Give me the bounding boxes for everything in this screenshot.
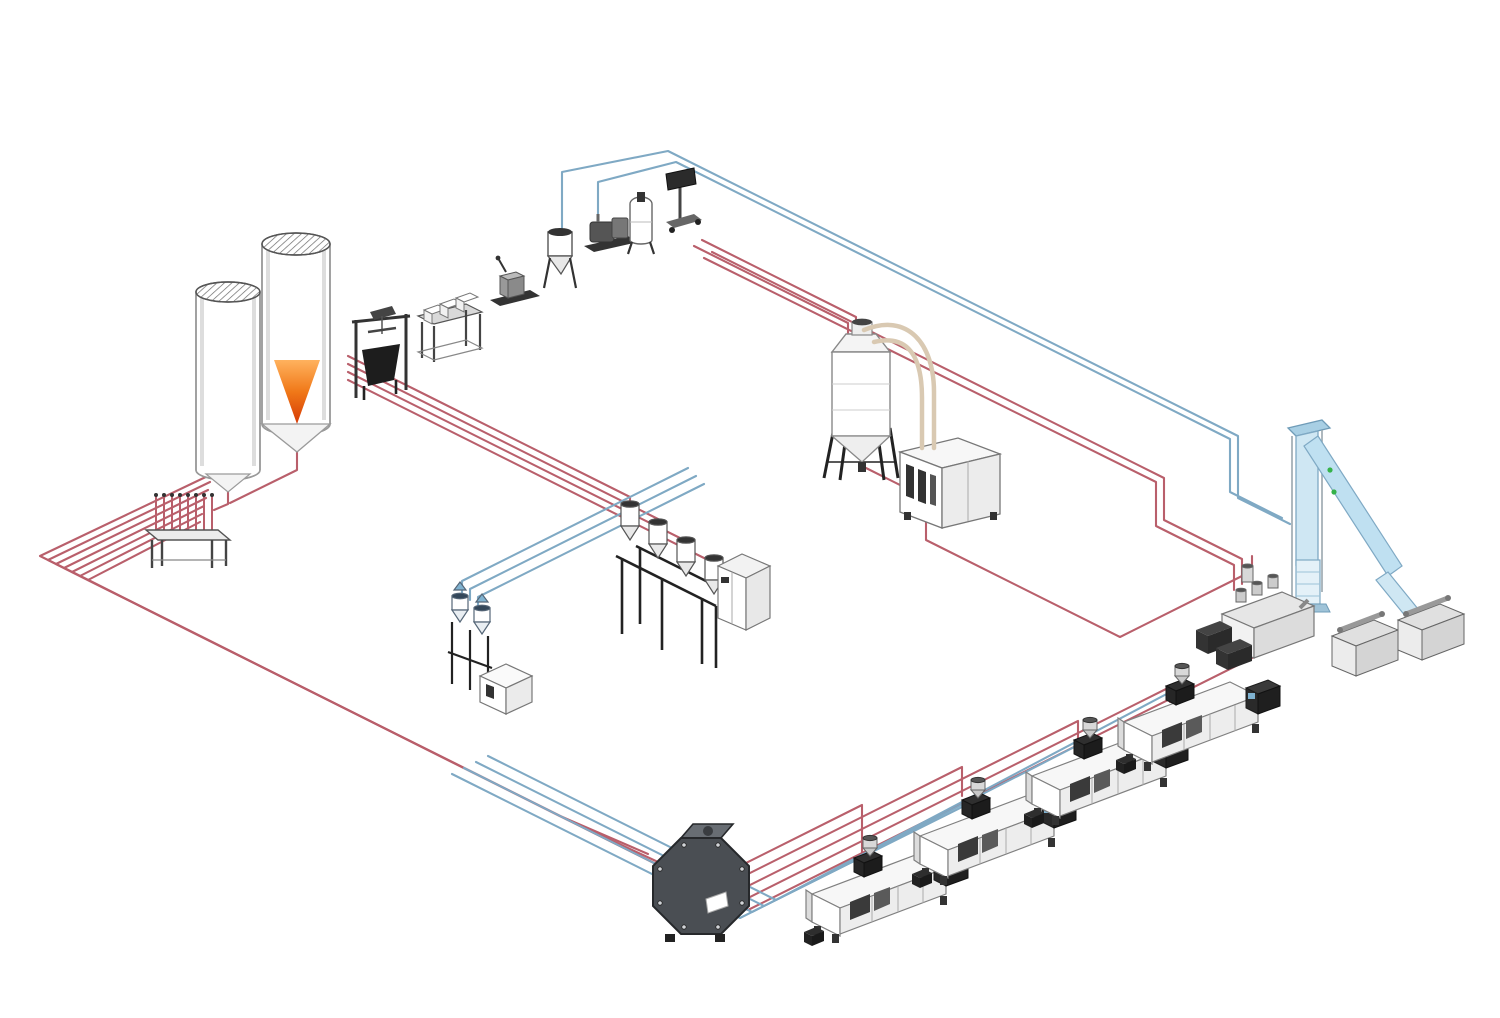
vacuum-pipe: [486, 686, 1180, 902]
desiccant-dryer: [897, 437, 1003, 529]
process-air-hose: [861, 322, 937, 451]
dosing-box-machine: [478, 663, 534, 715]
vacuum-piping: [450, 149, 1292, 920]
weighing-rack: [416, 292, 484, 362]
process-air-hose: [871, 338, 925, 451]
mobile-control-panel: [665, 167, 702, 233]
battery-control-cabinet: [716, 553, 772, 631]
vacuum-pump: [584, 214, 638, 252]
dryer-vent: [918, 469, 926, 504]
dust-filter-tank: [626, 192, 656, 255]
outdoor-silo-1: [195, 281, 261, 493]
panel-screen: [665, 167, 697, 191]
material-pipe: [346, 362, 660, 524]
film-web: [1303, 435, 1403, 577]
dryer-vent: [930, 474, 936, 506]
material-pipe: [702, 256, 1236, 592]
bag-hopper: [362, 344, 400, 386]
hoist: [370, 306, 396, 320]
material-pipe: [228, 450, 299, 505]
drying-hopper: [822, 318, 900, 481]
vacuum-pipe: [596, 160, 1284, 520]
injection-molding-machine-4: [1115, 662, 1281, 775]
vacuum-receiver: [542, 228, 578, 289]
blender-label: [705, 891, 729, 914]
granulator: [490, 255, 540, 306]
vacuum-pipe: [560, 149, 1292, 526]
film-winder-1: [1332, 611, 1398, 676]
dryer-vent: [906, 464, 914, 499]
outdoor-silo-2: [260, 232, 332, 453]
octagonal-blender: [652, 823, 750, 942]
blown-film-line: [1196, 419, 1464, 676]
coupling-manifold-station: [144, 493, 232, 568]
material-cone: [274, 360, 320, 424]
vacuum-pipe: [462, 766, 980, 914]
material-pipe: [38, 472, 650, 856]
big-bag-unloading-station: [351, 306, 411, 400]
process-air-hoses: [861, 322, 937, 451]
material-pipe: [212, 490, 230, 512]
material-pipe: [692, 244, 850, 336]
material-pipe: [54, 488, 864, 888]
